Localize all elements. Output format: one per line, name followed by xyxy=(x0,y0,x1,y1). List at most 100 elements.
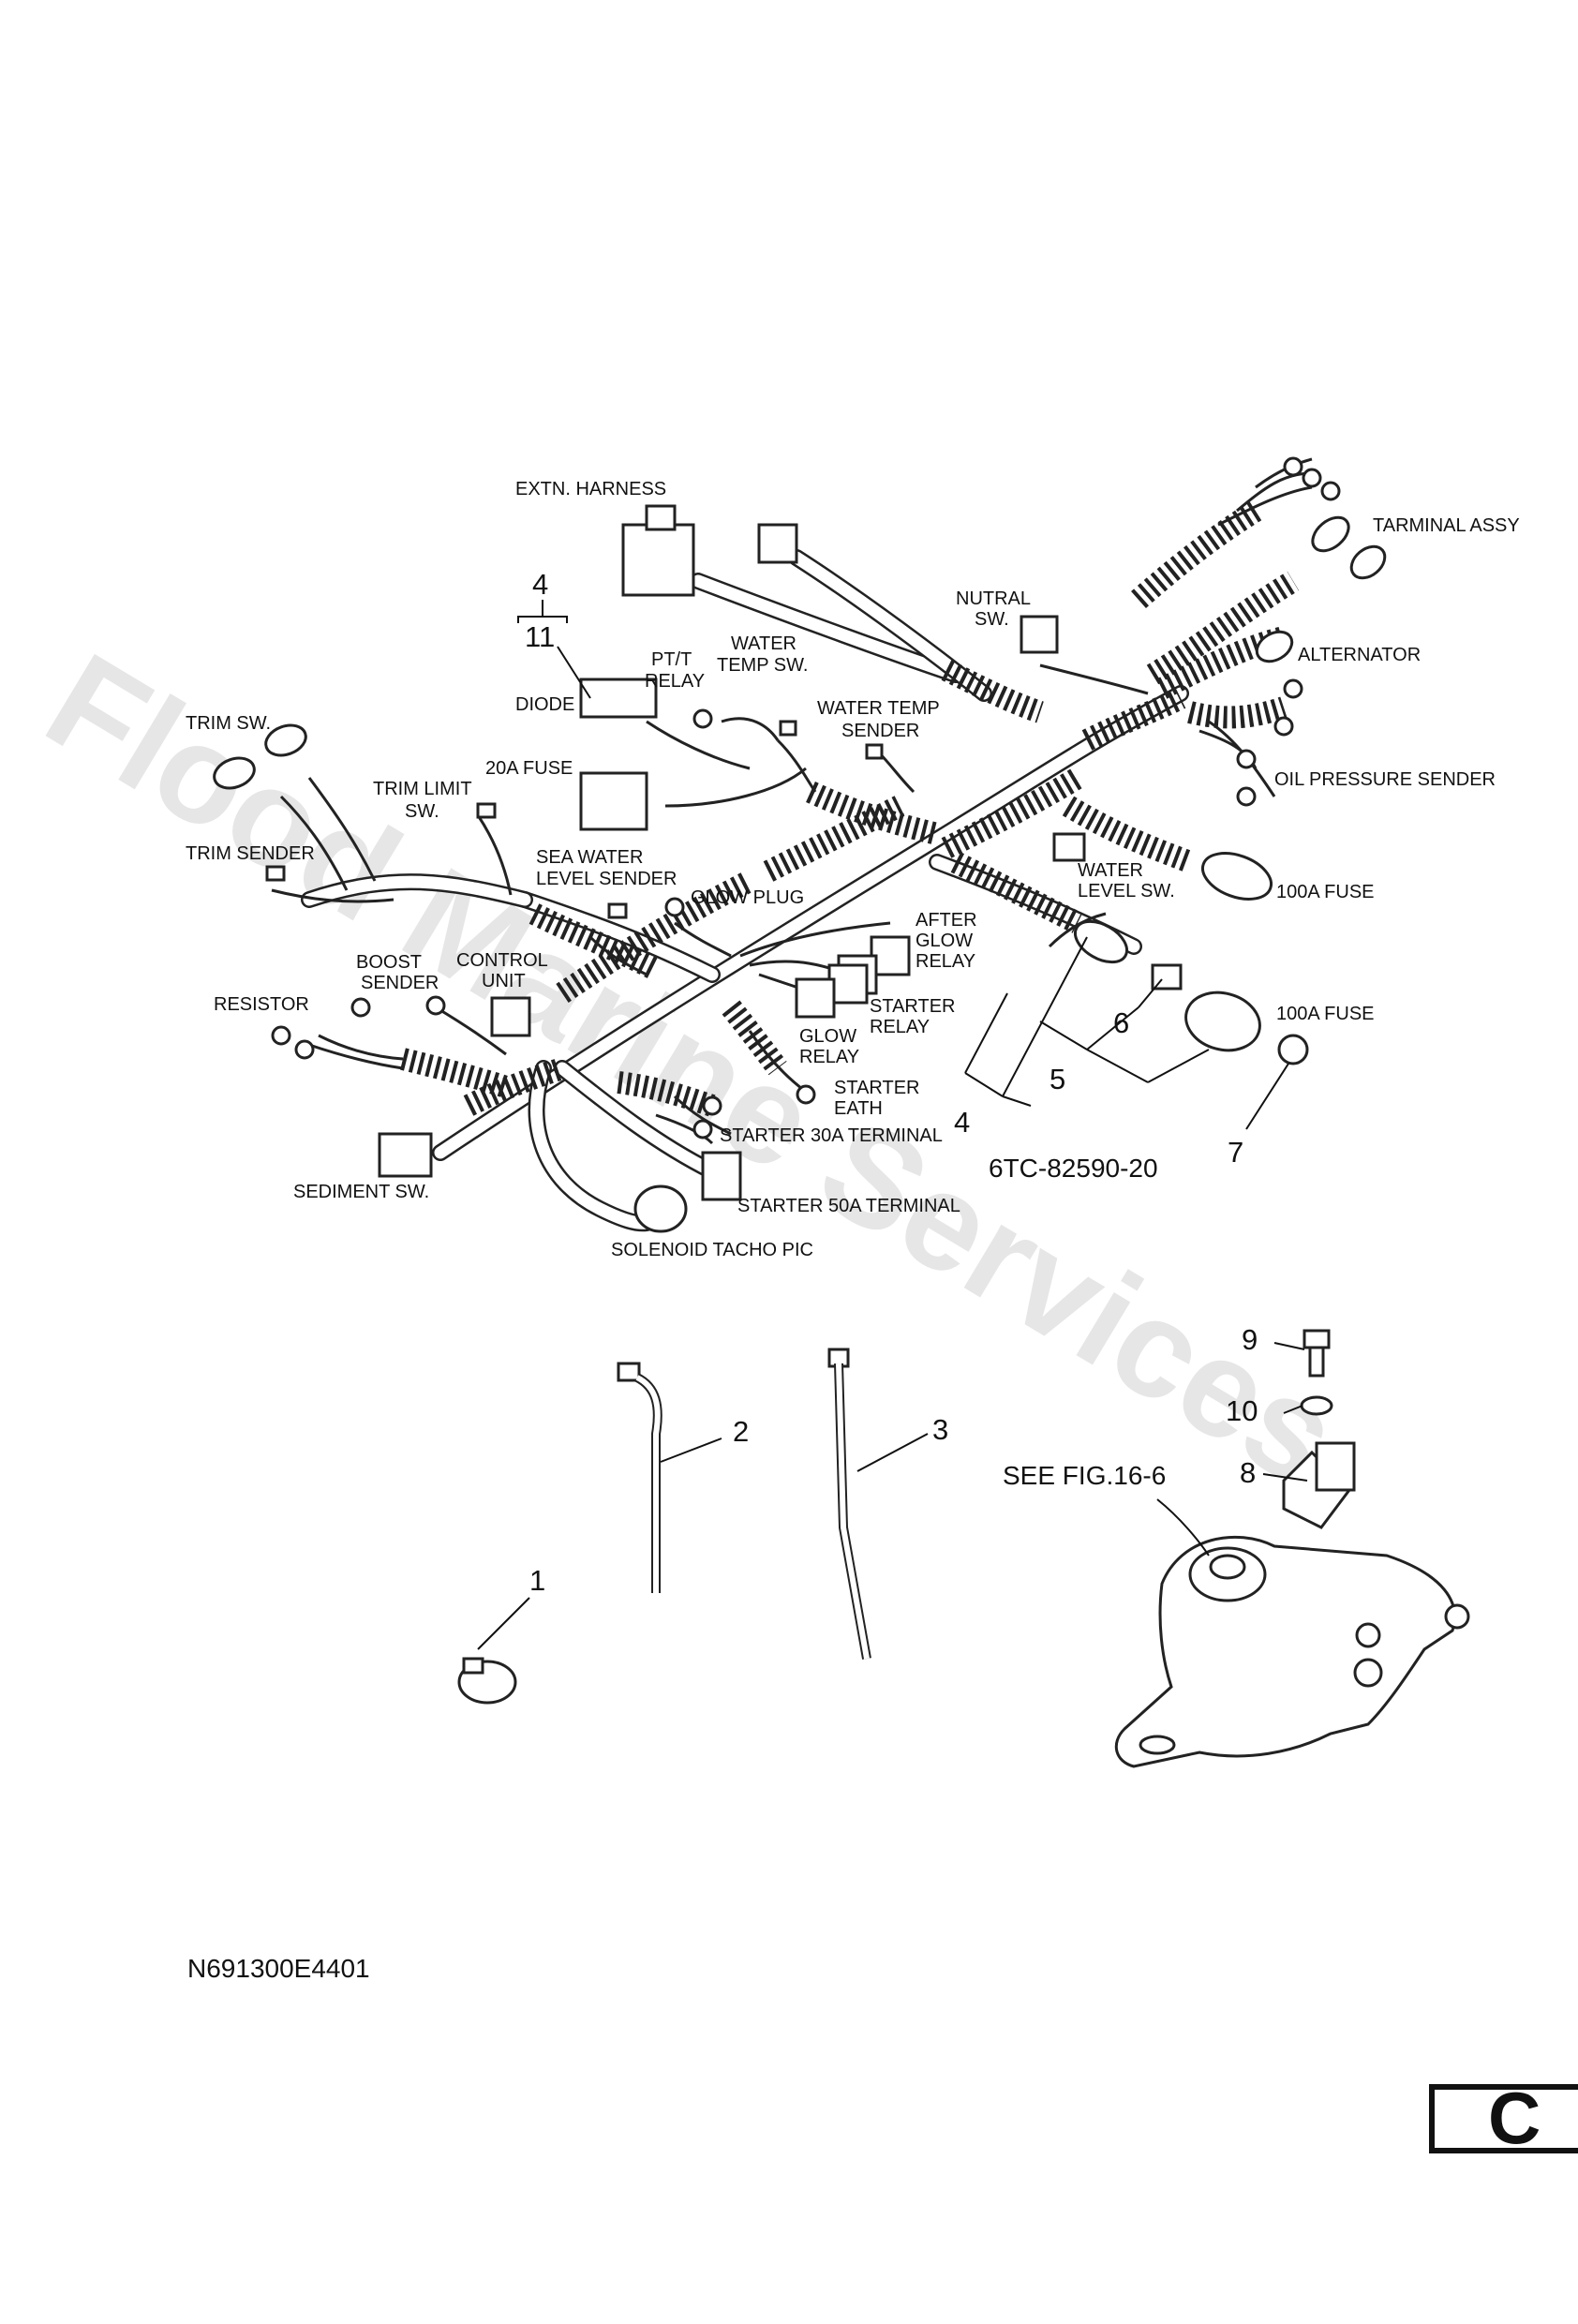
svg-text:TEMP SW.: TEMP SW. xyxy=(717,655,808,676)
trim-sw-connector-2 xyxy=(213,756,256,790)
callout-4-mid: 4 xyxy=(954,1106,970,1139)
label-oil-pressure-sender: OIL PRESSURE SENDER xyxy=(1274,769,1496,790)
callout-1: 1 xyxy=(529,1564,545,1597)
label-water-level-sw: WATER xyxy=(1078,860,1143,881)
label-water-temp-sender: WATER TEMP xyxy=(817,698,940,719)
water-level-sw-connector xyxy=(1052,832,1086,862)
engine-mount-bracket xyxy=(1114,1535,1456,1768)
item-2-cable-tie-head xyxy=(617,1362,641,1382)
solenoid-tacho-pic xyxy=(633,1184,688,1233)
label-extn-harness: EXTN. HARNESS xyxy=(515,479,666,499)
callout-11: 11 xyxy=(525,620,555,653)
loose-parts xyxy=(457,1329,1470,1768)
svg-text:RELAY: RELAY xyxy=(645,671,705,692)
label-alternator: ALTERNATOR xyxy=(1298,645,1421,665)
page-letter-box xyxy=(1429,2084,1578,2153)
item-9-bolt-shank xyxy=(1308,1346,1325,1378)
label-trim-sw: TRIM SW. xyxy=(186,713,271,734)
label-100a-fuse-lower: 100A FUSE xyxy=(1276,1004,1375,1024)
label-after-glow-relay: AFTER xyxy=(916,910,977,931)
drawing-code: N691300E4401 xyxy=(187,1954,370,1983)
extn-harness-connector-2 xyxy=(757,523,798,564)
label-glow-plug: GLOW PLUG xyxy=(691,887,804,908)
label-20a-fuse: 20A FUSE xyxy=(485,758,573,779)
watermark: Flood Marine Services xyxy=(22,624,1364,1515)
see-figure-note: SEE FIG.16-6 xyxy=(1003,1461,1166,1490)
svg-text:EATH: EATH xyxy=(834,1098,883,1119)
svg-text:SENDER: SENDER xyxy=(361,973,439,993)
extn-harness-connector xyxy=(621,523,695,597)
sediment-sw-connector xyxy=(378,1132,433,1178)
callout-7: 7 xyxy=(1228,1136,1243,1169)
label-boost-sender: BOOST xyxy=(356,952,422,973)
svg-text:SW.: SW. xyxy=(975,609,1009,630)
label-sea-water-level-sender: SEA WATER xyxy=(536,847,643,868)
tarminal-assy-terminal xyxy=(1311,515,1350,553)
page-letter: C xyxy=(1488,2077,1541,2159)
svg-text:UNIT: UNIT xyxy=(482,971,526,991)
svg-text:GLOW: GLOW xyxy=(916,931,973,951)
label-control-unit: CONTROL xyxy=(456,950,548,971)
glow-relay xyxy=(795,977,836,1019)
label-100a-fuse-upper: 100A FUSE xyxy=(1276,882,1375,902)
after-glow-relay xyxy=(870,935,911,976)
nutral-sw-connector xyxy=(1020,615,1059,654)
callout-8: 8 xyxy=(1240,1456,1256,1489)
label-resistor: RESISTOR xyxy=(214,994,309,1015)
water-temp-sw-connector xyxy=(779,720,797,737)
harness-labels: EXTN. HARNESS TARMINAL ASSY NUTRAL SW. A… xyxy=(186,479,1520,1260)
callout-10: 10 xyxy=(1226,1394,1258,1427)
svg-text:SW.: SW. xyxy=(405,801,439,822)
callout-2: 2 xyxy=(733,1415,749,1448)
fuse-100a-upper xyxy=(1201,852,1273,901)
label-nutral-sw: NUTRAL xyxy=(956,588,1031,609)
label-water-temp-sw: WATER xyxy=(731,633,796,654)
label-starter-50a-terminal: STARTER 50A TERMINAL xyxy=(737,1196,960,1216)
control-unit-connector xyxy=(490,996,531,1037)
callout-numbers: 4 11 4 5 6 7 1 2 3 9 10 8 xyxy=(525,568,1258,1597)
svg-text:RELAY: RELAY xyxy=(799,1047,859,1067)
item-7-ring xyxy=(1277,1034,1309,1065)
svg-text:RELAY: RELAY xyxy=(916,951,975,972)
callout-4-top: 4 xyxy=(532,568,548,601)
label-starter-eath: STARTER xyxy=(834,1078,920,1098)
label-diode: DIODE xyxy=(515,694,574,715)
water-temp-sender-connector xyxy=(865,743,884,760)
trim-sw-connector xyxy=(264,723,307,757)
callout-9: 9 xyxy=(1242,1323,1258,1356)
svg-text:LEVEL SW.: LEVEL SW. xyxy=(1078,881,1175,901)
svg-text:SENDER: SENDER xyxy=(841,721,919,741)
sea-water-level-sender-connector xyxy=(607,902,628,919)
item-10-washer xyxy=(1300,1395,1333,1416)
harness-components xyxy=(213,504,1387,1233)
label-trim-limit-sw: TRIM LIMIT xyxy=(373,779,472,799)
label-trim-sender: TRIM SENDER xyxy=(186,843,315,864)
label-glow-relay: GLOW xyxy=(799,1026,856,1047)
callout-5: 5 xyxy=(1050,1063,1065,1095)
label-solenoid-tacho-pic: SOLENOID TACHO PIC xyxy=(611,1240,813,1260)
callout-3: 3 xyxy=(932,1413,948,1446)
label-pt-relay: PT/T xyxy=(651,649,692,670)
label-starter-relay: STARTER xyxy=(870,996,956,1017)
label-sediment-sw: SEDIMENT SW. xyxy=(293,1182,429,1202)
trim-sender-connector xyxy=(265,865,286,882)
part-number: 6TC-82590-20 xyxy=(989,1154,1158,1183)
ring-terminals xyxy=(271,456,1341,1140)
svg-text:LEVEL SENDER: LEVEL SENDER xyxy=(536,869,677,889)
callout-6: 6 xyxy=(1113,1006,1129,1039)
fuse-100a-lower xyxy=(1184,991,1261,1052)
label-tarminal-assy: TARMINAL ASSY xyxy=(1373,515,1520,536)
fuse-20a-block xyxy=(579,771,648,831)
alternator-connector xyxy=(1255,630,1294,663)
fuse-holder xyxy=(1074,919,1128,964)
trim-limit-sw-connector xyxy=(476,802,497,819)
diode-connector xyxy=(579,678,658,719)
item-9-bolt-head xyxy=(1303,1329,1331,1349)
starter-50a-terminal-cap xyxy=(701,1151,742,1201)
tarminal-assy-terminal-2 xyxy=(1349,544,1387,580)
starter-relay-2 xyxy=(827,963,869,1005)
svg-text:RELAY: RELAY xyxy=(870,1017,930,1037)
label-starter-30a-terminal: STARTER 30A TERMINAL xyxy=(720,1125,943,1146)
leader-lines xyxy=(477,600,1308,1650)
